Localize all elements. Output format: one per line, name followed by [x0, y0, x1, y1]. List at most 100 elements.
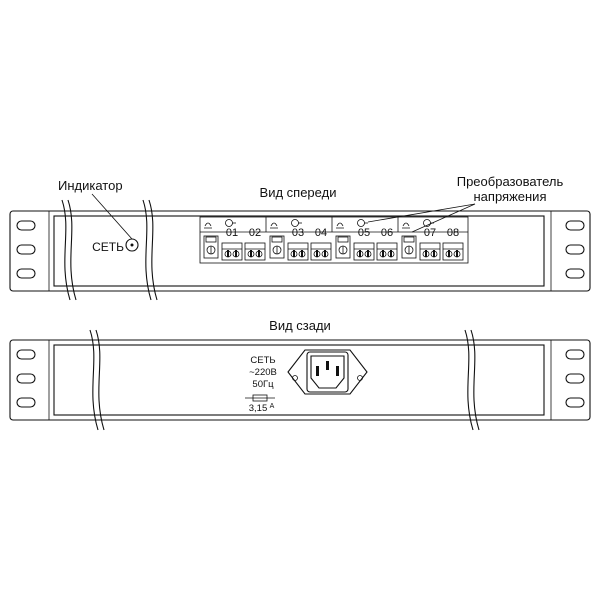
- iec-pin-right: [336, 366, 339, 376]
- rear-voltage-label: ~220В: [249, 367, 277, 378]
- port-number-label: 08: [447, 227, 459, 239]
- rear-break-line-right-2: [470, 329, 480, 431]
- group-terminal-block: [269, 235, 285, 259]
- iec-pin-ground: [326, 361, 329, 370]
- group-terminal-cap: [403, 236, 415, 243]
- port-contact-pin-left: [359, 250, 361, 257]
- iec-screw-right: [357, 375, 363, 381]
- rear-break-line-left: [89, 329, 99, 431]
- port-connector: [376, 242, 398, 261]
- rear-outer-frame: [9, 339, 591, 421]
- port-contact-pin-right: [390, 250, 392, 257]
- port-connector: [310, 242, 332, 261]
- port-contact-pin-right: [324, 250, 326, 257]
- port-connector: [287, 242, 309, 261]
- rear-right-slot-top: [565, 349, 585, 360]
- port-group: 01 02 03 04 05 06 07 08: [203, 217, 464, 261]
- rear-left-slot-bottom: [16, 397, 36, 408]
- power-indicator-dot: [130, 243, 134, 247]
- converter-label-line2: напряжения: [474, 189, 547, 204]
- port-number-label: 01: [226, 227, 238, 239]
- fuse-unit-label: А: [270, 403, 275, 410]
- handset-icon: [402, 222, 410, 229]
- port-contact-pin-left: [227, 250, 229, 257]
- port-contact-pin-right: [433, 250, 435, 257]
- iec-screw-left: [292, 375, 298, 381]
- front-outer-frame: [9, 210, 591, 292]
- indicator-label: Индикатор: [58, 178, 123, 193]
- rear-left-slot-mid: [16, 373, 36, 384]
- port-contact-pin-right: [258, 250, 260, 257]
- port-number-label: 03: [292, 227, 304, 239]
- front-view-title: Вид спереди: [260, 185, 337, 200]
- port-contact-pin-left: [293, 250, 295, 257]
- port-contact-pin-left: [382, 250, 384, 257]
- fuse-symbol-box: [252, 394, 268, 402]
- port-connector: [221, 242, 243, 261]
- rear-right-slot-mid: [565, 373, 585, 384]
- iec-inlet-socket-inner: [310, 355, 345, 389]
- front-right-slot-bottom: [565, 268, 585, 279]
- port-number-label: 06: [381, 227, 393, 239]
- port-number-label: 07: [424, 227, 436, 239]
- iec-inlet-flange: [287, 349, 368, 395]
- port-connector: [419, 242, 441, 261]
- rear-left-slot-top: [16, 349, 36, 360]
- knob-icon: [291, 219, 299, 227]
- handset-icon: [270, 222, 278, 229]
- port-contact-pin-left: [425, 250, 427, 257]
- group-terminal-cap: [337, 236, 349, 243]
- rear-panel: [9, 329, 591, 431]
- port-number-label: 02: [249, 227, 261, 239]
- converter-leader-line-2: [411, 203, 476, 233]
- indicator-leader-line: [91, 193, 133, 240]
- iec-power-inlet: [287, 349, 368, 395]
- front-right-slot-top: [565, 220, 585, 231]
- power-label: СЕТЬ: [92, 240, 124, 254]
- group-terminal-block: [401, 235, 417, 259]
- port-number-label: 04: [315, 227, 327, 239]
- port-contact-pin-left: [448, 250, 450, 257]
- front-left-slot-mid: [16, 244, 36, 255]
- port-contact-pin-right: [456, 250, 458, 257]
- port-contact-pin-right: [301, 250, 303, 257]
- terminal-module-outline: [199, 216, 469, 264]
- front-right-slot-mid: [565, 244, 585, 255]
- rear-break-line-left-2: [95, 329, 105, 431]
- handset-icon: [204, 222, 212, 229]
- front-panel: 01 02 03 04 05 06 07 08: [9, 199, 591, 301]
- front-left-slot-top: [16, 220, 36, 231]
- front-break-line-mid: [142, 199, 152, 301]
- port-contact-pin-right: [235, 250, 237, 257]
- rear-view-title: Вид сзади: [269, 318, 331, 333]
- front-break-line-left: [61, 199, 71, 301]
- handset-icon: [336, 222, 344, 229]
- converter-leader-line-1: [367, 203, 476, 223]
- port-connector: [244, 242, 266, 261]
- converter-label-line1: Преобразователь: [457, 174, 564, 189]
- front-inner-body: [53, 215, 545, 287]
- fuse-symbol: [245, 394, 275, 402]
- knob-icon: [357, 219, 365, 227]
- rear-inner-body: [53, 344, 545, 416]
- front-break-line-mid-2: [148, 199, 158, 301]
- port-number-label: 05: [358, 227, 370, 239]
- port-contact-pin-left: [316, 250, 318, 257]
- rear-power-label: СЕТЬ: [250, 355, 275, 366]
- iec-pin-left: [316, 366, 319, 376]
- fuse-rating-label: 3,15: [249, 403, 268, 414]
- iec-inlet-socket-outer: [306, 351, 349, 393]
- front-break-line-left-2: [67, 199, 77, 301]
- front-left-slot-bottom: [16, 268, 36, 279]
- port-contact-pin-right: [367, 250, 369, 257]
- group-terminal-cap: [271, 236, 283, 243]
- rear-frequency-label: 50Гц: [252, 379, 274, 390]
- port-connector: [442, 242, 464, 261]
- group-terminal-block: [335, 235, 351, 259]
- knob-icon: [225, 219, 233, 227]
- port-connector: [353, 242, 375, 261]
- port-contact-pin-left: [250, 250, 252, 257]
- group-terminal-block: [203, 235, 219, 259]
- rear-right-slot-bottom: [565, 397, 585, 408]
